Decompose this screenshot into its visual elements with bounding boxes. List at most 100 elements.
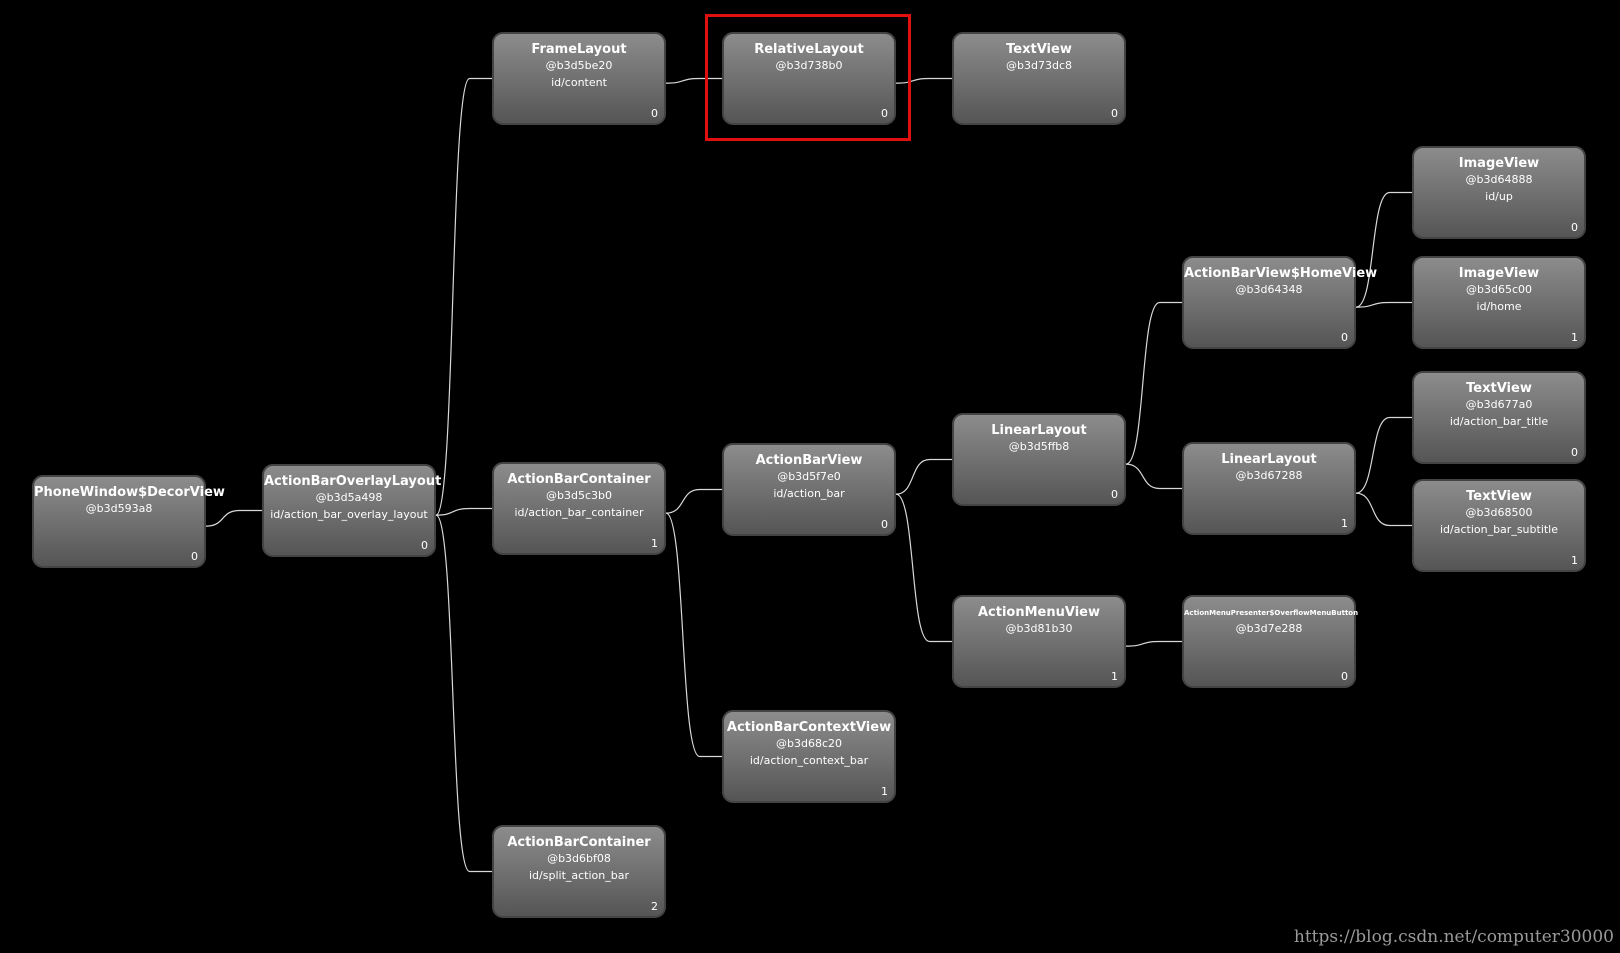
edge-relative-to-textview1 — [895, 77, 952, 84]
node-class-name: ImageView — [1458, 156, 1540, 171]
node-class-name: TextView — [1006, 42, 1072, 57]
node-child-index: 0 — [191, 550, 198, 563]
node-child-index: 1 — [1571, 331, 1578, 344]
node-linear1[interactable]: LinearLayout @b3d5ffb8 0 — [952, 413, 1126, 506]
edge-overlay-to-frame — [435, 77, 492, 516]
node-view-id: id/action_bar_title — [1449, 415, 1549, 428]
edge-actionbarview-to-menuview — [895, 493, 952, 643]
node-child-index: 0 — [651, 107, 658, 120]
node-hash: @b3d81b30 — [1005, 622, 1073, 635]
node-child-index: 0 — [881, 107, 888, 120]
edge-linear2-to-tv_title — [1355, 416, 1412, 494]
node-child-index: 1 — [651, 537, 658, 550]
node-child-index: 0 — [1111, 488, 1118, 501]
node-child-index: 1 — [1341, 517, 1348, 530]
node-view-id: id/split_action_bar — [529, 869, 629, 882]
node-hash: @b3d738b0 — [775, 59, 843, 72]
node-overlay[interactable]: ActionBarOverlayLayout @b3d5a498 id/action… — [262, 464, 442, 557]
node-decor[interactable]: PhoneWindow$DecorView @b3d593a8 0 — [32, 475, 225, 568]
node-child-index: 1 — [1571, 554, 1578, 567]
edge-decor-to-overlay — [205, 509, 262, 527]
node-contextview[interactable]: ActionBarContextView @b3d68c20 id/action_c… — [722, 710, 896, 803]
edge-homeview-to-img2 — [1355, 301, 1412, 308]
edge-actionbarview-to-linear1 — [895, 458, 952, 495]
node-hash: @b3d5be20 — [545, 59, 613, 72]
node-child-index: 0 — [1341, 670, 1348, 683]
node-child-index: 2 — [651, 900, 658, 913]
node-view-id: id/action_bar_subtitle — [1439, 523, 1559, 536]
node-hash: @b3d65c00 — [1465, 283, 1532, 296]
node-class-name: ActionMenuPresenter$OverflowMenuButton — [1184, 609, 1359, 617]
node-view-id: id/home — [1476, 300, 1522, 313]
node-class-name: ActionBarView — [755, 453, 863, 468]
node-view-id: id/action_bar — [773, 487, 845, 500]
node-tv_title[interactable]: TextView @b3d677a0 id/action_bar_title 0 — [1412, 371, 1586, 464]
node-hash: @b3d7e288 — [1235, 622, 1303, 635]
node-actionbarview[interactable]: ActionBarView @b3d5f7e0 id/action_bar 0 — [722, 443, 896, 536]
node-class-name: ActionBarView$HomeView — [1184, 266, 1378, 281]
node-class-name: ActionBarContainer — [507, 472, 651, 487]
node-hash: @b3d64348 — [1235, 283, 1303, 296]
selection-highlight-box — [705, 14, 911, 141]
node-container2[interactable]: ActionBarContainer @b3d6bf08 id/split_acti… — [492, 825, 666, 918]
watermark: https://blog.csdn.net/computer30000 — [1293, 927, 1614, 947]
node-child-index: 1 — [1111, 670, 1118, 683]
edge-linear1-to-homeview — [1125, 301, 1182, 465]
node-relative[interactable]: RelativeLayout @b3d738b0 0 — [722, 32, 896, 125]
node-child-index: 0 — [881, 518, 888, 531]
node-view-id: id/action_bar_overlay_layout — [270, 508, 428, 521]
node-class-name: ActionBarOverlayLayout — [264, 474, 442, 489]
edge-overlay-to-container2 — [435, 514, 492, 873]
node-child-index: 0 — [1341, 331, 1348, 344]
node-class-name: TextView — [1466, 489, 1532, 504]
node-child-index: 0 — [421, 539, 428, 552]
node-hash: @b3d593a8 — [85, 502, 153, 515]
node-child-index: 0 — [1571, 446, 1578, 459]
node-view-id: id/action_bar_container — [514, 506, 644, 519]
node-overflow[interactable]: ActionMenuPresenter$OverflowMenuButton @b… — [1182, 595, 1359, 688]
edge-container1-to-actionbarview — [665, 488, 722, 514]
node-class-name: LinearLayout — [1221, 452, 1317, 467]
edge-container1-to-contextview — [665, 512, 722, 758]
node-child-index: 0 — [1571, 221, 1578, 234]
node-class-name: ActionBarContextView — [726, 720, 892, 735]
edge-homeview-to-img1 — [1355, 191, 1412, 308]
node-class-name: TextView — [1466, 381, 1532, 396]
node-class-name: ActionBarContainer — [507, 835, 651, 850]
node-homeview[interactable]: ActionBarView$HomeView @b3d64348 0 — [1182, 256, 1378, 349]
node-class-name: ActionMenuView — [977, 605, 1100, 620]
node-hash: @b3d64888 — [1465, 173, 1533, 186]
node-frame[interactable]: FrameLayout @b3d5be20 id/content 0 — [492, 32, 666, 125]
edge-overlay-to-container1 — [435, 507, 492, 516]
node-view-id: id/up — [1485, 190, 1513, 203]
node-container1[interactable]: ActionBarContainer @b3d5c3b0 id/action_bar… — [492, 462, 666, 555]
node-view-id: id/content — [551, 76, 607, 89]
node-view-id: id/action_context_bar — [749, 754, 869, 767]
node-hash: @b3d68c20 — [775, 737, 842, 750]
node-hash: @b3d68500 — [1465, 506, 1533, 519]
node-hash: @b3d5f7e0 — [777, 470, 841, 483]
node-class-name: PhoneWindow$DecorView — [34, 485, 225, 500]
edge-linear1-to-linear2 — [1125, 463, 1182, 490]
node-menuview[interactable]: ActionMenuView @b3d81b30 1 — [952, 595, 1126, 688]
node-hash: @b3d5ffb8 — [1008, 440, 1070, 453]
edge-linear2-to-tv_subtitle — [1355, 492, 1412, 527]
node-hash: @b3d6bf08 — [547, 852, 611, 865]
edge-menuview-to-overflow — [1125, 640, 1182, 647]
node-img1[interactable]: ImageView @b3d64888 id/up 0 — [1412, 146, 1586, 239]
node-child-index: 1 — [881, 785, 888, 798]
node-class-name: FrameLayout — [531, 42, 627, 57]
node-class-name: LinearLayout — [991, 423, 1087, 438]
node-hash: @b3d5c3b0 — [546, 489, 612, 502]
node-hash: @b3d677a0 — [1465, 398, 1533, 411]
node-child-index: 0 — [1111, 107, 1118, 120]
edge-frame-to-relative — [665, 77, 722, 84]
node-tv_subtitle[interactable]: TextView @b3d68500 id/action_bar_subtitle 1 — [1412, 479, 1586, 572]
node-hash: @b3d5a498 — [315, 491, 383, 504]
node-class-name: RelativeLayout — [754, 42, 864, 57]
